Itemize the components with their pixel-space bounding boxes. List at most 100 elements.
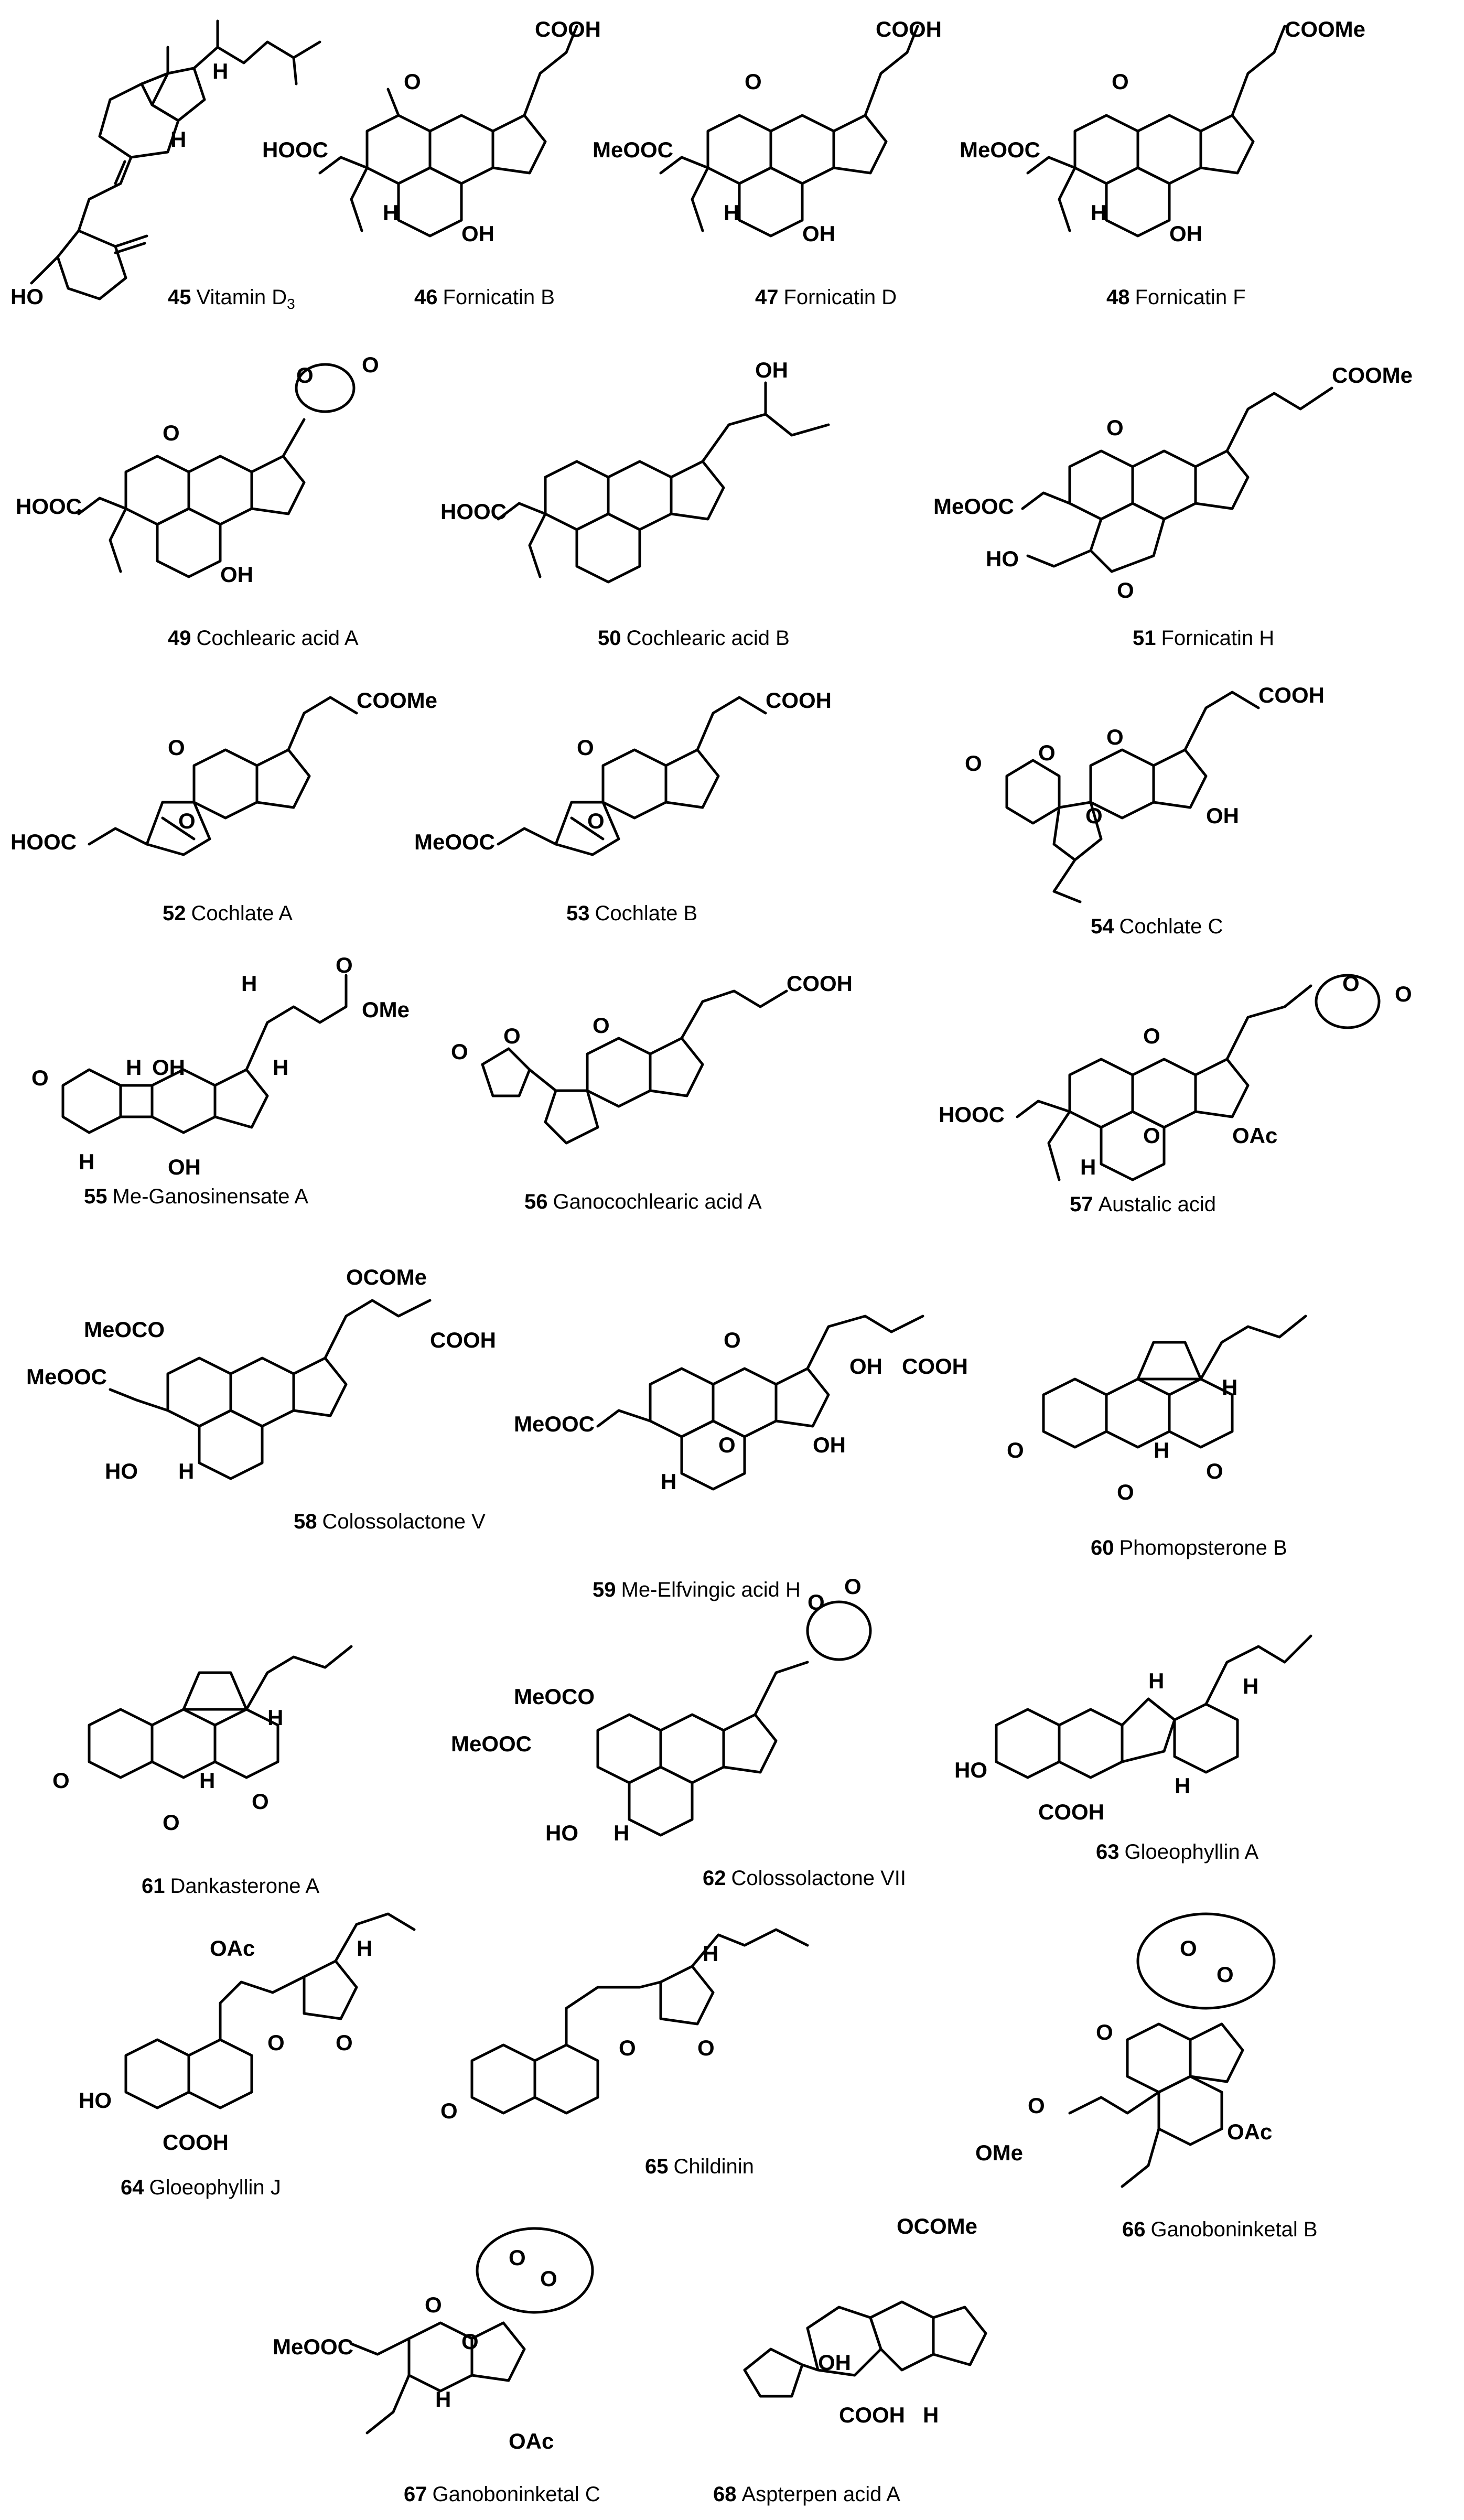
atom-label: MeOOC — [514, 1412, 595, 1436]
atom-label: HOOC — [939, 1102, 1005, 1127]
structure-50-drawing: OH HOOC — [440, 358, 830, 584]
structure-60-drawing: H O O O H — [1007, 1315, 1307, 1504]
atom-label: MeOOC — [451, 1731, 532, 1756]
atom-label: COOH — [876, 17, 942, 41]
atom-label: OH — [152, 1055, 185, 1080]
structure-66: O O O O OMe OAc — [954, 1893, 1447, 2228]
atom-label: OH — [802, 221, 835, 246]
atom-label: COOH — [1038, 1800, 1104, 1824]
atom-label: O — [808, 1590, 825, 1614]
atom-label: O — [1096, 2020, 1113, 2044]
atom-label: O — [1106, 725, 1124, 749]
atom-label: H — [273, 1055, 288, 1080]
atom-label: OCOMe — [897, 2214, 977, 2238]
atom-label: MeOOC — [26, 1364, 107, 1389]
atom-label: HO — [954, 1758, 987, 1782]
structure-67: O O O O MeOOC H OAc — [262, 2213, 713, 2485]
atom-label: H — [357, 1936, 372, 1961]
atom-label: O — [1085, 803, 1103, 828]
atom-label: H — [79, 1149, 94, 1174]
atom-label: O — [362, 352, 379, 377]
atom-label: COOH — [1258, 683, 1325, 707]
atom-label: HO — [105, 1459, 138, 1483]
atom-label: O — [587, 809, 605, 833]
atom-label: COOMe — [357, 688, 437, 713]
structure-68-drawing: OCOMe OH COOH H — [743, 2214, 987, 2427]
atom-label: H — [703, 1941, 718, 1966]
structure-63-drawing: H H H HO COOH — [954, 1634, 1312, 1824]
atom-label: OH — [849, 1354, 882, 1379]
atom-label: O — [451, 1039, 468, 1064]
atom-label: H — [178, 1459, 194, 1483]
atom-label: H — [1080, 1155, 1096, 1179]
atom-label: COOH — [163, 2130, 229, 2155]
structure-65-drawing: H O O O — [440, 1928, 809, 2123]
atom-label: OH — [220, 562, 253, 587]
structure-45-drawing: HO H H — [10, 19, 321, 309]
atom-label: H — [1222, 1375, 1237, 1399]
atom-label: O — [163, 1810, 180, 1835]
atom-label: O — [440, 2098, 458, 2123]
atom-label: O — [461, 2329, 479, 2354]
atom-label: H — [1091, 200, 1106, 225]
structure-48: O COOMe MeOOC OH H — [960, 17, 1442, 283]
atom-label: MeOOC — [960, 137, 1040, 162]
atom-label: O — [844, 1574, 862, 1599]
atom-label: HOOC — [10, 830, 77, 854]
atom-label: O — [168, 735, 185, 760]
atom-label: MeOOC — [273, 2334, 353, 2359]
atom-label: HOOC — [16, 494, 82, 519]
structure-64: OAc H O O HO COOH — [42, 1893, 545, 2187]
atom-label: H — [1243, 1674, 1258, 1698]
atom-label: H — [1154, 1438, 1169, 1462]
structure-61-drawing: H O O O H — [52, 1645, 353, 1835]
atom-label: O — [965, 751, 982, 776]
atom-label: HO — [10, 284, 44, 309]
atom-label: O — [178, 809, 196, 833]
atom-label: H — [613, 1821, 629, 1845]
atom-label: H — [199, 1768, 215, 1793]
atom-label: H — [1175, 1773, 1190, 1798]
atom-label: OH — [1206, 803, 1239, 828]
structure-60: H O O O H — [965, 1248, 1447, 1542]
atom-label: HO — [986, 546, 1019, 571]
atom-label: MeOCO — [84, 1317, 165, 1342]
structure-56: COOH O O O — [440, 960, 912, 1201]
atom-label: O — [404, 69, 421, 94]
atom-label: OH — [461, 221, 494, 246]
atom-label: OMe — [362, 997, 410, 1022]
atom-label: O — [1342, 971, 1360, 996]
atom-label: COOH — [766, 688, 832, 713]
structure-49-drawing: O O O HOOC OH — [16, 352, 379, 587]
atom-label: O — [1038, 740, 1056, 765]
structure-59-drawing: OH COOH O MeOOC O OH H — [514, 1315, 968, 1494]
structure-46: O COOH HOOC OH H — [262, 17, 601, 283]
structure-55: O OMe H H H OH O H OH — [10, 953, 461, 1227]
structure-58: OCOMe COOH MeOCO MeOOC HO H — [10, 1248, 514, 1542]
structure-51-drawing: COOMe O MeOOC HO O — [933, 363, 1413, 602]
atom-label: O — [1180, 1936, 1197, 1961]
atom-label: O — [336, 2030, 353, 2055]
atom-label: O — [593, 1013, 610, 1038]
structure-67-drawing: O O O O MeOOC H OAc — [273, 2227, 594, 2453]
structure-59: OH COOH O MeOOC O OH H — [503, 1253, 996, 1547]
atom-label: O — [745, 69, 762, 94]
atom-label: OH — [813, 1433, 846, 1457]
atom-label: H — [1148, 1668, 1164, 1693]
atom-label: OH — [818, 2350, 851, 2375]
structure-52-drawing: COOMe O O HOOC — [10, 688, 437, 856]
atom-label: MeOOC — [414, 830, 495, 854]
atom-label: O — [336, 953, 353, 977]
